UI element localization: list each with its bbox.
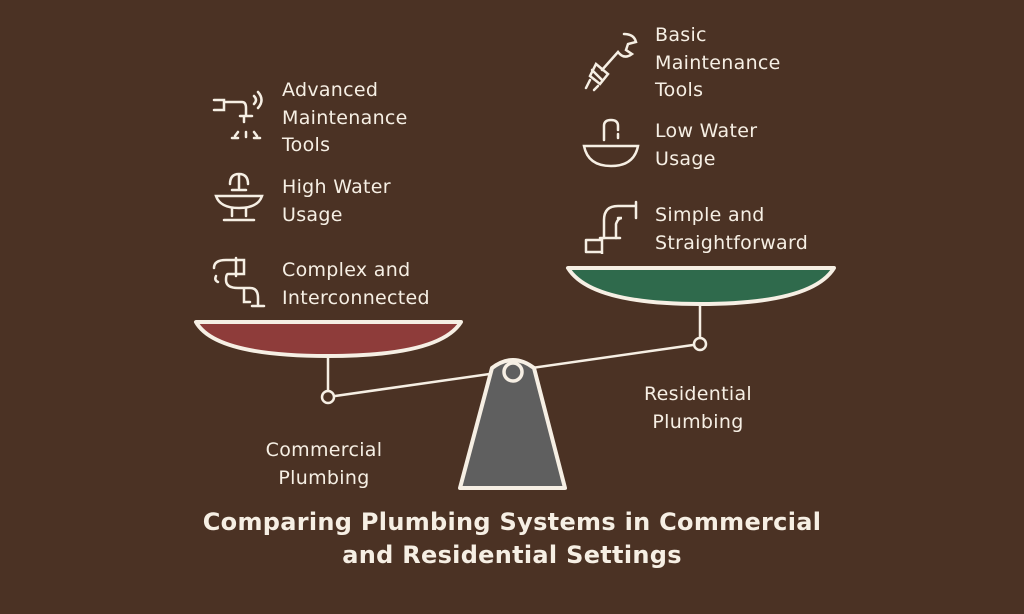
residential-item-complexity: Simple and Straightforward (655, 202, 808, 257)
residential-item-maintenance: Basic Maintenance Tools (655, 22, 781, 105)
item-line: Straightforward (655, 231, 809, 254)
item-line: Basic (655, 24, 707, 46)
diagram-title: Comparing Plumbing Systems in Commercial… (0, 506, 1024, 572)
commercial-item-water: High Water Usage (282, 174, 391, 229)
label-line: Residential (644, 383, 752, 405)
basin-icon (582, 118, 640, 168)
residential-item-water: Low Water Usage (655, 118, 757, 173)
item-line: Low Water (655, 120, 758, 142)
label-line: Plumbing (278, 466, 370, 489)
residential-label: Residential Plumbing (598, 381, 798, 436)
item-line: Maintenance (655, 51, 781, 74)
residential-pan (566, 266, 836, 306)
fulcrum-pivot (502, 361, 524, 383)
item-line: Simple and (655, 204, 765, 226)
item-line: High Water (282, 176, 391, 198)
item-line: Complex and (282, 259, 411, 281)
pipe-icon (584, 200, 638, 254)
title-line: and Residential Settings (342, 541, 682, 569)
commercial-label: Commercial Plumbing (224, 437, 424, 492)
commercial-item-maintenance: Advanced Maintenance Tools (282, 77, 408, 160)
wrench-icon (584, 32, 638, 92)
label-line: Plumbing (652, 410, 744, 433)
faucet-icon (212, 90, 263, 140)
title-line: Comparing Plumbing Systems in Commercial (202, 508, 822, 536)
fulcrum (458, 358, 567, 490)
item-line: Usage (655, 147, 716, 170)
label-line: Commercial (265, 439, 383, 461)
item-line: Interconnected (282, 286, 430, 309)
fountain-icon (214, 172, 264, 222)
item-line: Tools (282, 134, 331, 156)
commercial-item-complexity: Complex and Interconnected (282, 257, 430, 312)
right-pivot (692, 336, 708, 352)
item-line: Tools (655, 79, 704, 101)
left-pivot (320, 389, 336, 405)
item-line: Maintenance (282, 106, 408, 129)
commercial-pan (194, 320, 463, 358)
pipe-icon (212, 256, 266, 308)
item-line: Advanced (282, 79, 379, 101)
item-line: Usage (282, 203, 343, 226)
